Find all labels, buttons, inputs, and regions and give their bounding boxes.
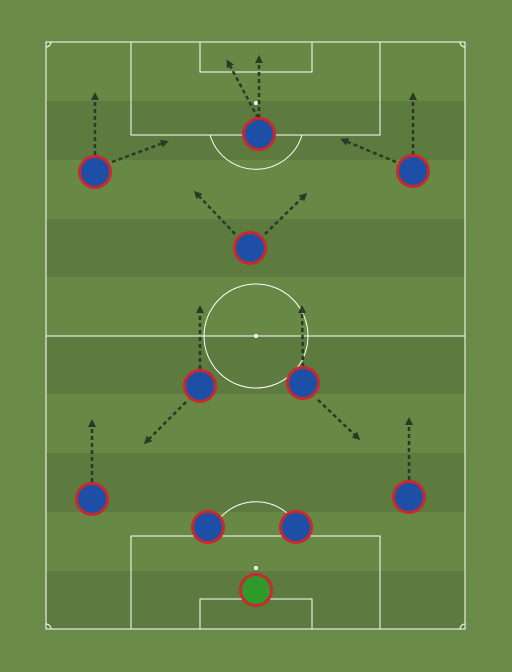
player-token-icon-centre-back-right[interactable]	[279, 510, 313, 544]
movement-arrows	[88, 55, 417, 482]
player-token-icon-right-back[interactable]	[392, 480, 426, 514]
corner-arc-top-left	[45, 41, 52, 48]
grass-stripe	[46, 160, 465, 219]
player-token-icon-central-mid-left[interactable]	[183, 369, 217, 403]
player-token-icon-centre-back-left[interactable]	[191, 510, 225, 544]
bottom-penalty-spot	[254, 566, 258, 570]
movement-arrow	[143, 401, 187, 445]
movement-arrow	[193, 190, 236, 235]
movement-arrow	[317, 399, 361, 441]
corner-arc-bottom-left	[45, 623, 52, 630]
corner-arc-bottom-right	[459, 623, 466, 630]
top-penalty-spot	[254, 101, 258, 105]
player-token-icon-striker[interactable]	[242, 117, 276, 151]
player-token-icon-left-winger[interactable]	[78, 155, 112, 189]
movement-arrow	[264, 192, 308, 235]
player-tokens[interactable]	[75, 117, 430, 607]
player-token-icon-central-mid-right[interactable]	[286, 366, 320, 400]
corner-arc-top-right	[459, 41, 466, 48]
movement-arrow	[111, 139, 169, 164]
top-goal-area	[199, 41, 313, 73]
player-token-icon-right-winger[interactable]	[396, 154, 430, 188]
centre-spot	[254, 334, 258, 338]
grass-stripe	[46, 512, 465, 571]
top-penalty-arc	[209, 134, 303, 170]
goalkeeper-token-icon[interactable]	[239, 573, 273, 607]
player-token-icon-attacking-mid[interactable]	[233, 231, 267, 265]
centre-circle	[203, 283, 309, 389]
grass-stripe	[46, 336, 465, 394]
grass-stripe	[46, 394, 465, 453]
movement-arrow	[298, 305, 307, 368]
player-token-icon-left-back[interactable]	[75, 482, 109, 516]
movement-arrow	[340, 138, 397, 164]
movement-arrow	[226, 59, 260, 119]
grass-stripe	[46, 277, 465, 336]
